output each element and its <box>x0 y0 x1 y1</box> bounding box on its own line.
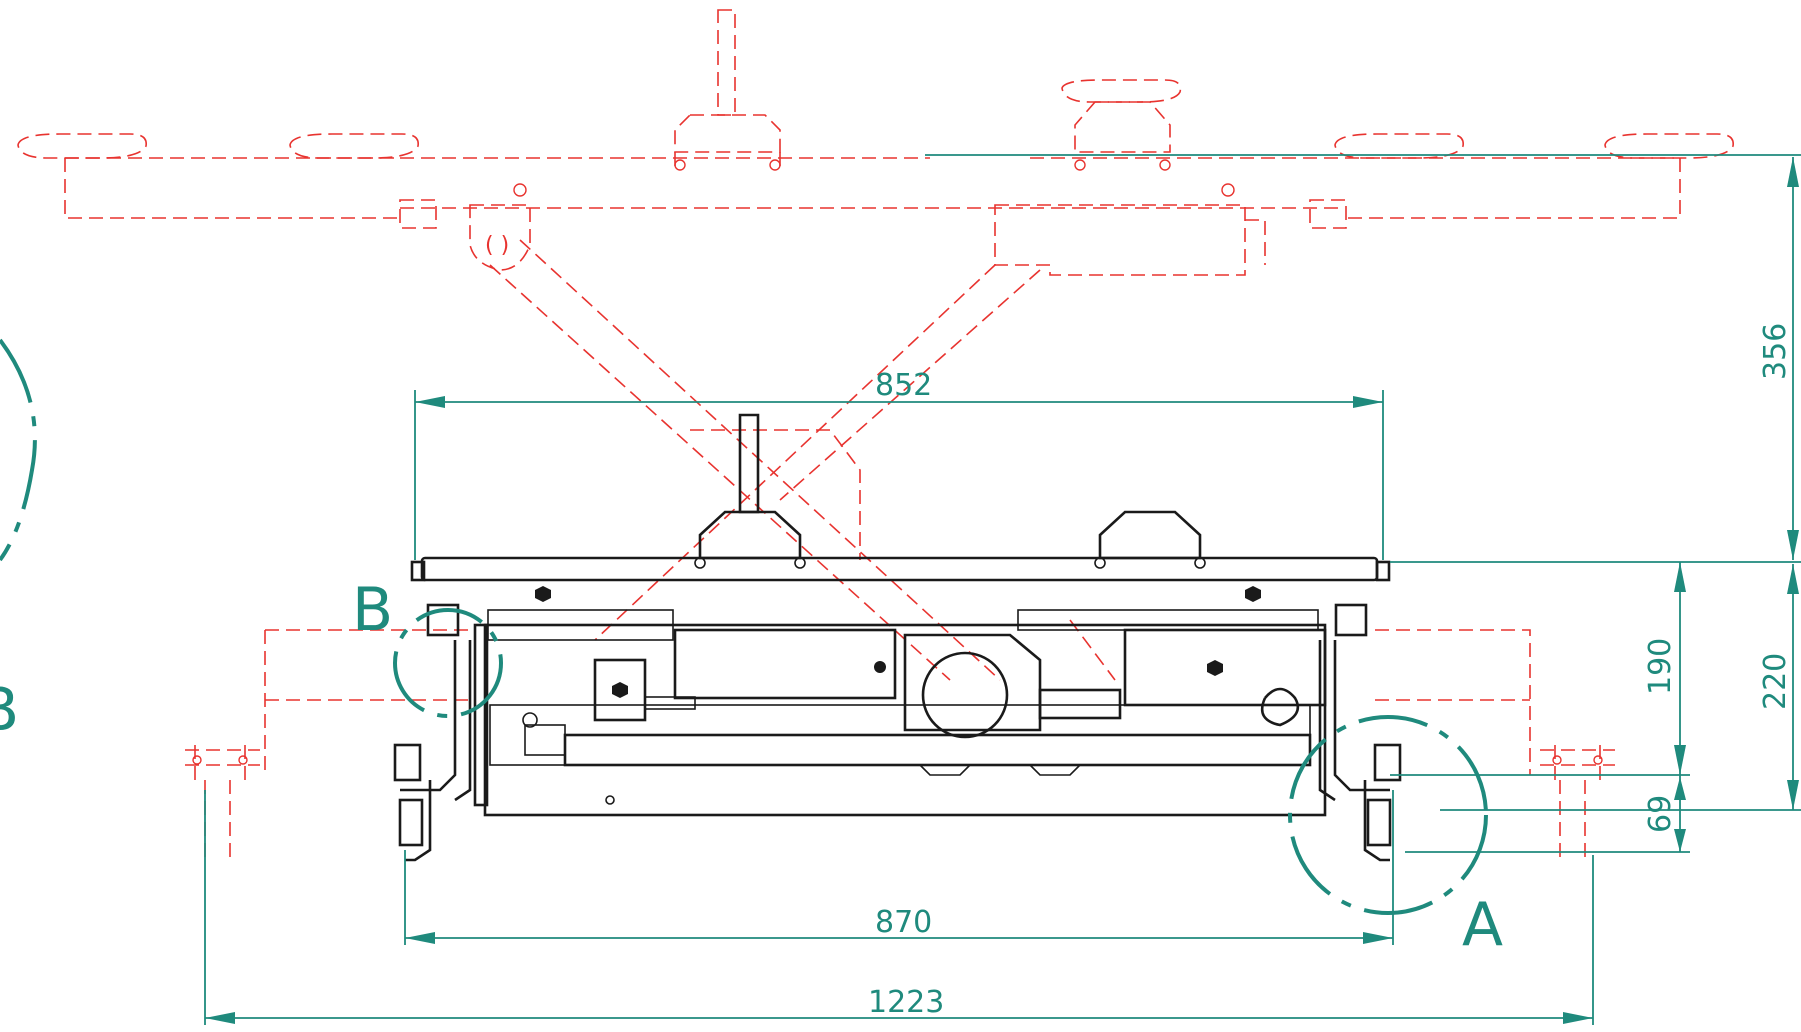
label-height-lowered: 220 <box>1758 653 1793 710</box>
detail-label-edge: B <box>0 675 19 745</box>
detail-circle-a <box>1288 715 1488 915</box>
detail-label-b: B <box>352 575 393 645</box>
raised-cylinder <box>994 183 1266 276</box>
dimension-height-lowered <box>1440 564 1801 811</box>
label-height-raised: 356 <box>1758 323 1793 380</box>
outrigger-foot-left <box>185 745 260 860</box>
detail-circle-edge <box>0 338 37 562</box>
bolt-top-left <box>535 586 551 602</box>
dimension-width-base <box>404 790 1394 945</box>
raised-position-outline: ( ) <box>17 9 1734 860</box>
pad-right-inner <box>1334 133 1464 159</box>
bolt-top-right <box>1245 586 1261 602</box>
dimension-width-top <box>414 390 1384 560</box>
label-width-overall: 1223 <box>868 985 944 1020</box>
pump-housing <box>903 633 1042 739</box>
dimension-width-overall <box>204 790 1594 1025</box>
lowered-handle-right <box>1094 510 1206 569</box>
detail-circle-b <box>393 608 503 718</box>
dimension-height-foot <box>1405 775 1690 853</box>
raised-handle <box>674 9 781 171</box>
label-width-top: 852 <box>875 368 932 403</box>
detail-circles <box>0 338 1488 915</box>
dimension-height-raised <box>925 154 1801 563</box>
lowered-handle-left <box>694 413 806 569</box>
lowered-position-body <box>393 413 1402 862</box>
pivot-block-left: ( ) <box>469 183 531 271</box>
detail-label-a: A <box>1462 890 1503 960</box>
dimension-height-platform <box>1390 562 1690 776</box>
label-height-foot: 69 <box>1643 795 1678 833</box>
pad-left-outer <box>17 133 147 159</box>
outrigger-foot-right <box>1540 745 1615 860</box>
lowered-bracket-left <box>393 640 472 862</box>
pad-right-outer <box>1604 133 1734 159</box>
label-height-platform: 190 <box>1643 638 1678 695</box>
label-width-base: 870 <box>875 905 932 940</box>
raised-second-handle <box>1061 79 1182 171</box>
svg-text:( ): ( ) <box>485 233 509 258</box>
pad-left-inner <box>289 133 419 159</box>
dimension-lines <box>204 154 1801 1025</box>
lowered-bracket-right <box>1318 640 1402 862</box>
